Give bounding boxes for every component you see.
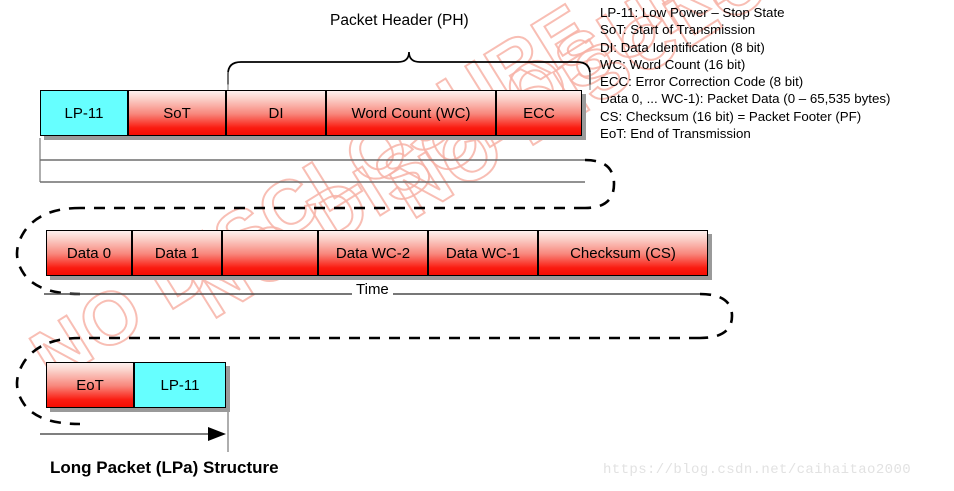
packet-field-label: Data 1 — [154, 244, 200, 262]
legend-line: EoT: End of Transmission — [600, 126, 751, 142]
packet-field-label: LP-11 — [160, 376, 200, 394]
packet-field-label: Data 0 — [66, 244, 112, 262]
packet-field-label: Data WC-2 — [335, 244, 411, 262]
source-url-watermark: https://blog.csdn.net/caihaitao2000 — [603, 462, 912, 478]
time-arrow — [40, 427, 226, 441]
legend-line: Data 0, ... WC-1): Packet Data (0 – 65,5… — [600, 91, 891, 107]
packet-field-di: DI — [226, 90, 326, 136]
packet-field-data-1: Data 1 — [132, 230, 222, 276]
packet-field-data-wc-2: Data WC-2 — [318, 230, 428, 276]
packet-field-sot: SoT — [128, 90, 226, 136]
page-title: Long Packet (LPa) Structure — [50, 458, 279, 477]
packet-field-word-count-wc: Word Count (WC) — [326, 90, 496, 136]
time-label: Time — [352, 281, 393, 298]
packet-field-lp-11: LP-11 — [134, 362, 226, 408]
packet-field-gap — [222, 230, 318, 276]
packet-field-checksum-cs: Checksum (CS) — [538, 230, 708, 276]
packet-field-label: LP-11 — [64, 104, 104, 122]
packet-header-brace — [227, 51, 591, 85]
packet-field-label: DI — [268, 104, 284, 122]
packet-field-label: ECC — [523, 104, 555, 122]
legend-line: SoT: Start of Transmission — [600, 22, 756, 38]
packet-header-label: Packet Header (PH) — [330, 12, 469, 29]
legend-line: ECC: Error Correction Code (8 bit) — [600, 74, 804, 90]
packet-field-data-0: Data 0 — [46, 230, 132, 276]
packet-field-label: Data WC-1 — [445, 244, 521, 262]
packet-field-label: SoT — [163, 104, 191, 122]
legend-line: LP-11: Low Power – Stop State — [600, 5, 785, 20]
legend-line: WC: Word Count (16 bit) — [600, 56, 746, 72]
legend-line: DI: Data Identification (8 bit) — [600, 39, 765, 55]
packet-field-lp-11: LP-11 — [40, 90, 128, 136]
packet-field-eot: EoT — [46, 362, 134, 408]
wrap-connector-row1 — [15, 158, 616, 296]
packet-field-label: EoT — [76, 376, 104, 394]
packet-field-label: Checksum (CS) — [570, 244, 676, 262]
packet-field-label: Word Count (WC) — [351, 104, 471, 122]
packet-field-data-wc-1: Data WC-1 — [428, 230, 538, 276]
packet-field-ecc: ECC — [496, 90, 582, 136]
legend-line: CS: Checksum (16 bit) = Packet Footer (P… — [600, 108, 862, 124]
